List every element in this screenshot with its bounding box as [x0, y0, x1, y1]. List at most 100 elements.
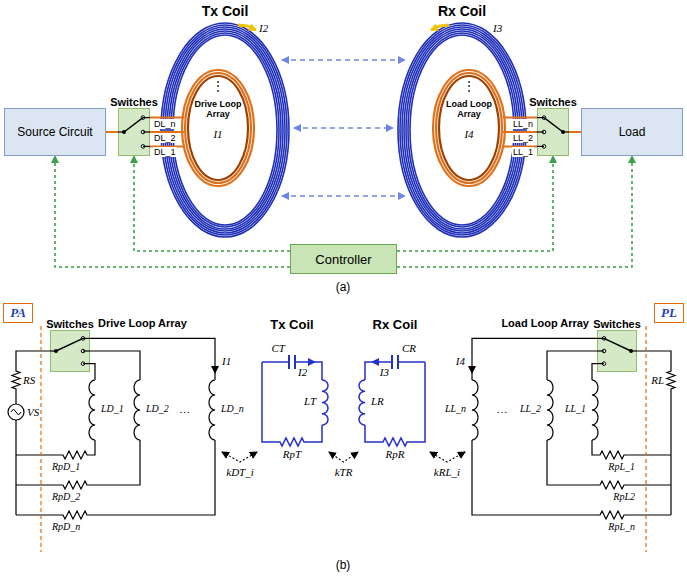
switch-box: Switches — [537, 108, 569, 156]
coil-winding — [167, 29, 283, 231]
coupling-arrow — [282, 59, 405, 61]
coil-winding — [161, 23, 289, 237]
resistor-symbol — [60, 511, 90, 519]
inductor-symbol — [209, 380, 215, 440]
switch-blade — [56, 338, 83, 351]
switch-blade — [124, 117, 143, 131]
resonator-wire — [365, 425, 380, 442]
diagram-label: I1 — [213, 128, 222, 141]
resonator-wire — [307, 425, 322, 442]
diagram-label: LD_n — [221, 403, 244, 415]
diagram-label: Tx Coil — [202, 3, 249, 19]
diagram-label: RL — [651, 374, 664, 387]
coil-winding — [165, 27, 285, 233]
current-arrow — [211, 366, 219, 374]
loop-array-ring — [433, 70, 505, 186]
diagram-label: (b) — [336, 559, 351, 573]
diagram-label: CR — [402, 342, 416, 355]
wire — [16, 514, 60, 515]
coil-winding — [398, 23, 526, 237]
switch-wire — [597, 350, 604, 351]
diagram-label: kTR — [335, 466, 353, 479]
resistor-symbol — [60, 481, 90, 489]
wire — [627, 514, 671, 515]
resistor-symbol — [667, 368, 675, 392]
current-arrow — [238, 25, 256, 30]
control-link — [397, 156, 553, 251]
diagram-label: DL_n — [153, 119, 177, 129]
diagram-label: I2 — [298, 366, 307, 379]
diagram-label: LD_2 — [146, 403, 169, 415]
diagram-label: I1 — [222, 355, 231, 368]
inductor-symbol — [359, 380, 365, 425]
switch-wire — [83, 363, 90, 364]
block-box: Load — [581, 108, 683, 156]
wire — [16, 351, 50, 368]
diagram-label: RpT — [283, 448, 301, 461]
wire — [90, 338, 215, 380]
inductor-symbol — [592, 380, 598, 440]
wire — [15, 392, 16, 404]
diagram-label: I3 — [492, 22, 503, 35]
wire — [472, 338, 597, 380]
diagram-label: LT — [304, 395, 316, 408]
current-arrow — [308, 358, 316, 366]
resistor-symbol — [12, 368, 20, 392]
block-label: PA — [10, 305, 26, 321]
inductor-symbol — [134, 380, 140, 440]
coil-winding — [406, 31, 518, 229]
coil-winding — [402, 27, 522, 233]
coil-winding — [171, 33, 279, 227]
diagram-label: LL_2 — [512, 133, 534, 143]
diagram-label: kRL_i — [434, 466, 460, 479]
diagram-label: RpD_n — [52, 521, 80, 533]
diagram-label: I3 — [380, 366, 389, 379]
coil-winding — [404, 29, 520, 231]
diagram-label: … — [180, 403, 190, 416]
wire — [15, 420, 16, 515]
wire — [90, 364, 95, 380]
capacitor-symbol — [288, 355, 290, 369]
switch-label: Switches — [593, 318, 641, 330]
switch-symbol — [537, 108, 569, 156]
diagram-label: RpD_1 — [52, 461, 80, 473]
diagram-label: RpL_n — [608, 521, 635, 533]
diagram-label: RpL2 — [613, 491, 635, 503]
resonator-wire — [410, 362, 425, 442]
diagram-label: RpD_2 — [52, 491, 80, 503]
voltage-source-symbol — [11, 409, 21, 415]
power-line — [569, 131, 581, 133]
diagram-label: LL_n — [445, 403, 466, 415]
switch-wire — [537, 145, 544, 146]
block-box: Controller — [290, 244, 397, 274]
capacitor-symbol — [397, 355, 399, 369]
wire — [90, 351, 140, 380]
diagram-label: … — [497, 403, 507, 416]
diagram-label: ⋮ — [463, 80, 475, 94]
switch-wire — [143, 131, 150, 132]
diagram-label: ⋮ — [212, 80, 224, 94]
switch-symbol — [50, 330, 90, 372]
diagram-label: LD_1 — [101, 403, 124, 415]
current-arrow — [468, 366, 476, 374]
wire — [547, 351, 597, 380]
diagram-label: Drive Loop Array — [193, 100, 243, 120]
wire — [670, 392, 671, 515]
inductor-symbol — [472, 380, 478, 440]
block-label: PL — [661, 305, 677, 321]
wire — [90, 440, 215, 515]
switch-box: Switches — [597, 330, 637, 372]
switch-symbol — [118, 108, 150, 156]
diagram-label: (a) — [336, 281, 351, 295]
coil-winding — [410, 35, 514, 225]
inductor-symbol — [322, 380, 328, 425]
diagram-label: LL_2 — [520, 403, 541, 415]
resonator-wire — [262, 362, 277, 442]
loop-array-ring — [188, 76, 248, 180]
block-label: Load — [619, 125, 646, 139]
switch-wire — [597, 337, 604, 338]
resonator-wire — [398, 361, 425, 363]
wire — [16, 484, 60, 485]
switch-wire — [143, 116, 150, 117]
wire — [592, 440, 597, 455]
